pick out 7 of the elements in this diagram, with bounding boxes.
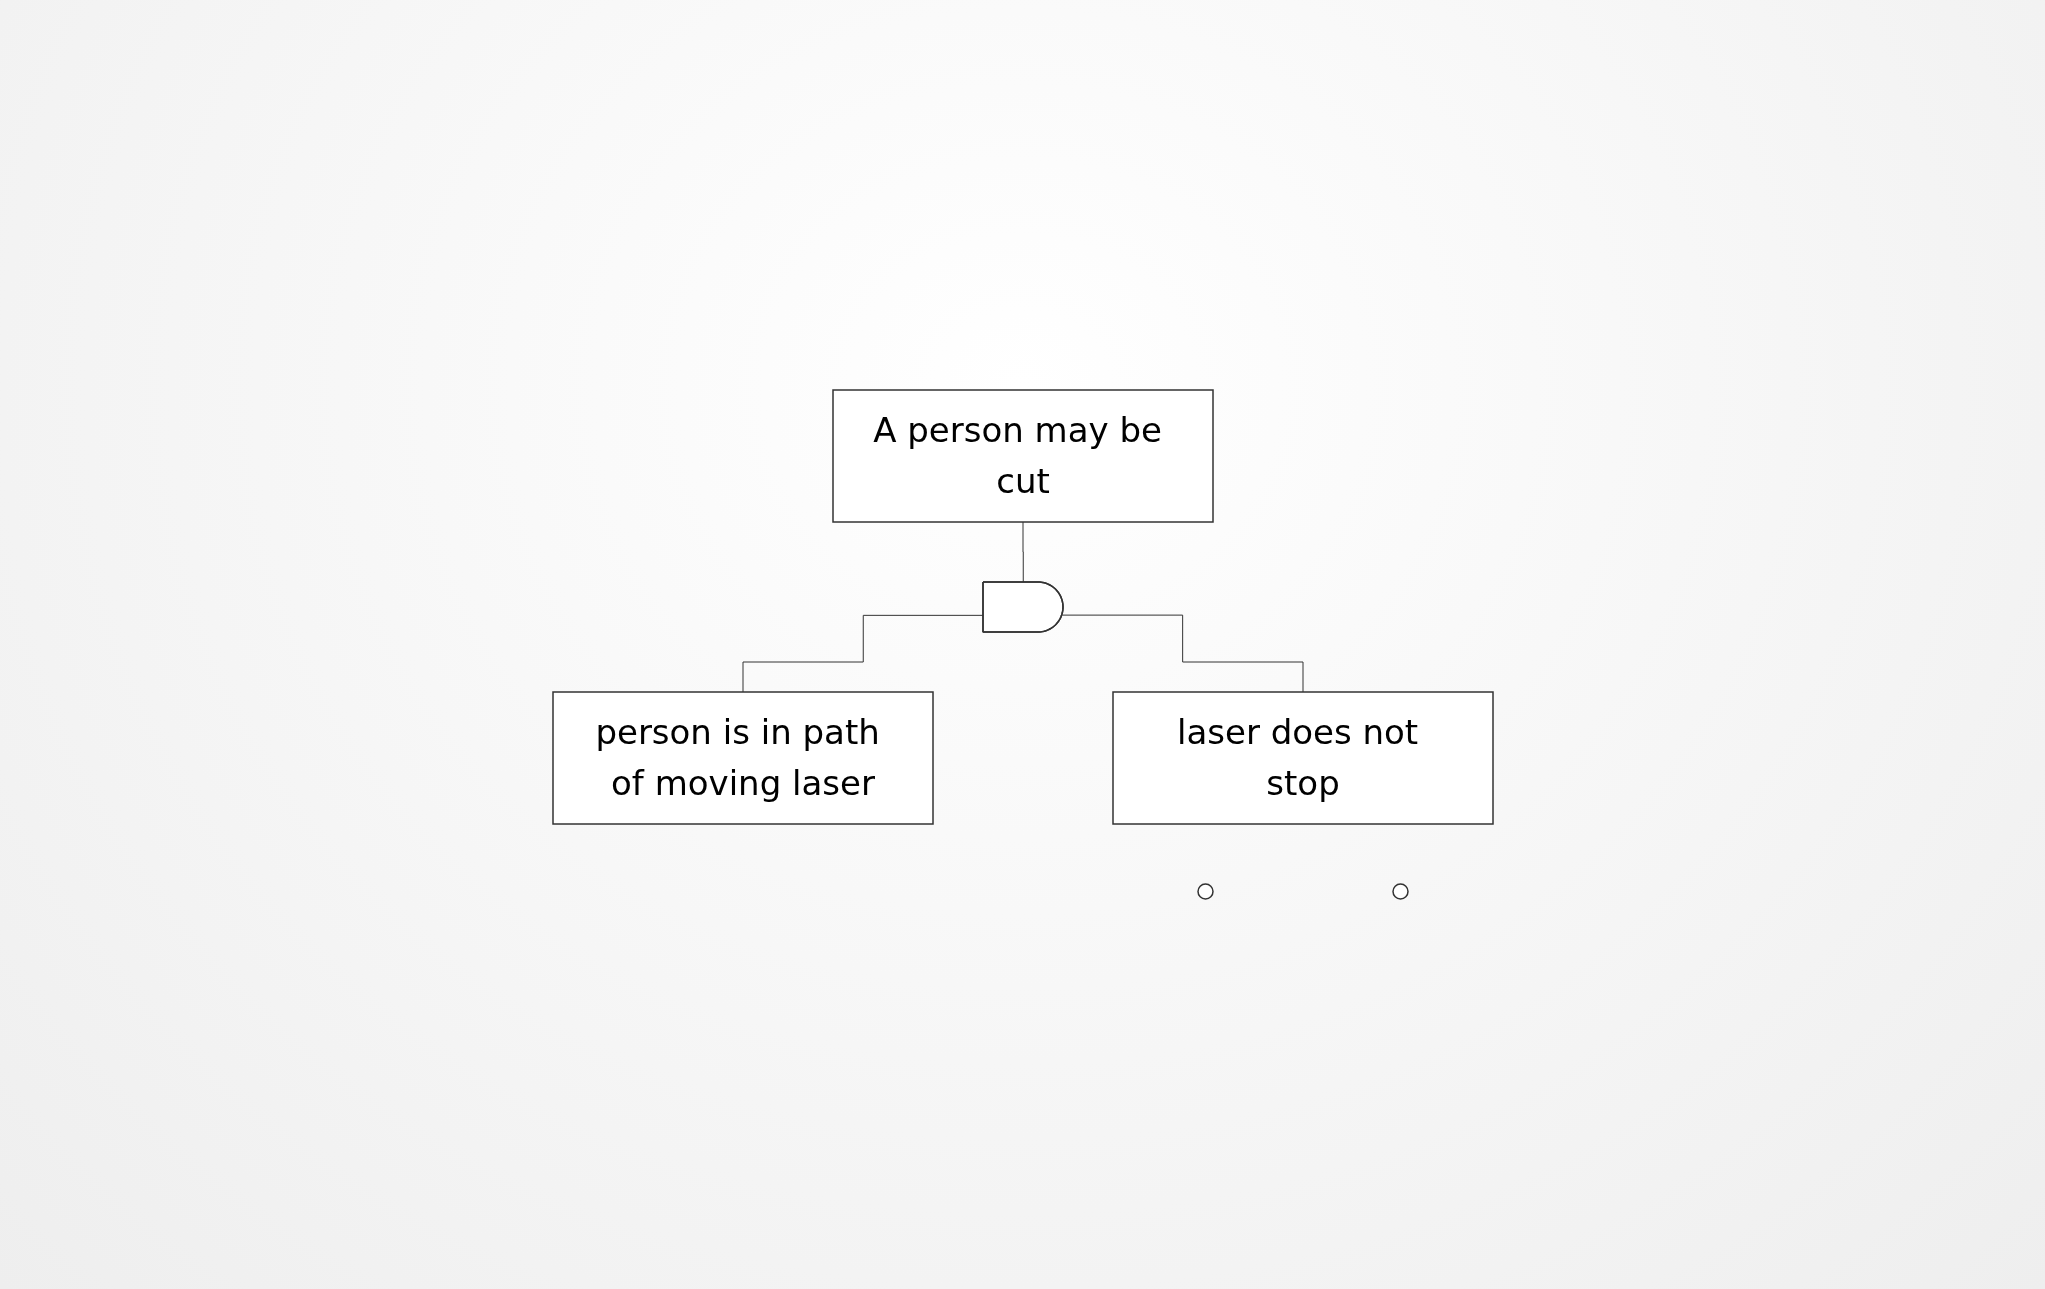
node-box: person is in path of moving laser [551, 691, 934, 825]
connector [1022, 521, 1024, 583]
node-box: A person may be cut [831, 389, 1214, 523]
node-circle [1391, 883, 1409, 900]
node-box: laser does not stop [1111, 691, 1494, 825]
node-circle [1196, 883, 1214, 900]
connector [1061, 614, 1303, 693]
